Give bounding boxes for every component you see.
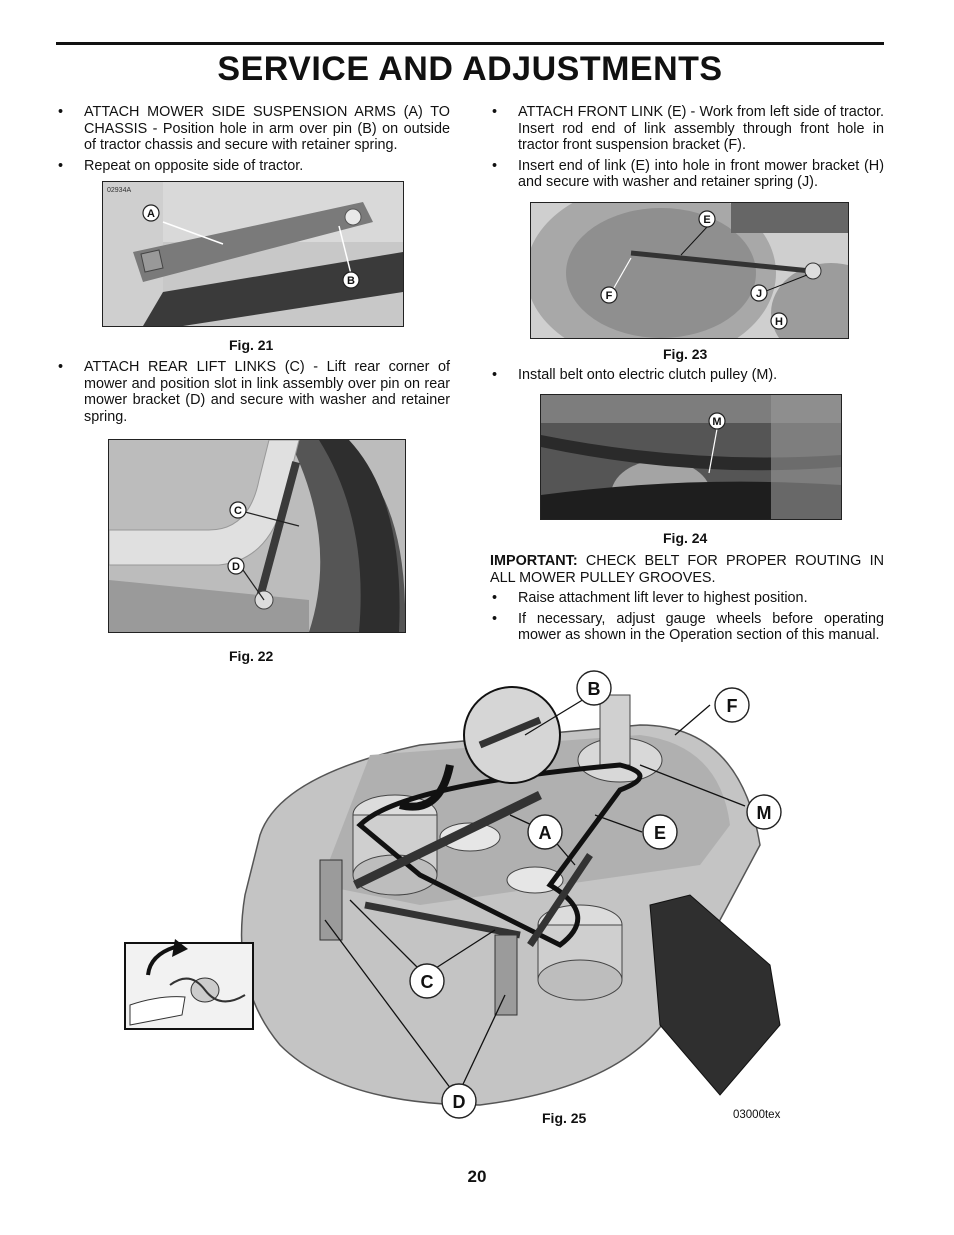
figure-23-photo: E F J H [530, 202, 849, 339]
callout-d: D [232, 561, 240, 573]
page-title: SERVICE AND ADJUSTMENTS [217, 50, 723, 88]
important-text: CHECK BELT FOR PROPER ROUTING IN ALL MOW… [490, 553, 884, 586]
callout-e: E [654, 823, 666, 843]
list-item: • If necessary, adjust gauge wheels befo… [490, 611, 884, 644]
callout-d: D [453, 1092, 466, 1112]
bullet-dot: • [58, 157, 64, 174]
instruction-text: Install belt onto electric clutch pulley… [518, 367, 778, 383]
right-column-lower: IMPORTANT: CHECK BELT FOR PROPER ROUTING… [490, 553, 884, 648]
callout-h: H [775, 316, 783, 328]
figure-23-caption: Fig. 23 [663, 346, 708, 362]
important-note: IMPORTANT: CHECK BELT FOR PROPER ROUTING… [490, 553, 884, 586]
left-column: • ATTACH MOWER SIDE SUSPENSION ARMS (A) … [56, 104, 450, 178]
right-column-mid: • Install belt onto electric clutch pull… [490, 367, 884, 388]
list-item: • ATTACH FRONT LINK (E) - Work from left… [490, 104, 884, 154]
instruction-text: ATTACH REAR LIFT LINKS (C) - Lift rear c… [84, 359, 450, 425]
list-item: • Install belt onto electric clutch pull… [490, 367, 884, 384]
callout-f: F [727, 696, 738, 716]
callout-b: B [347, 275, 355, 287]
bullet-dot: • [492, 157, 498, 174]
callout-m: M [757, 803, 772, 823]
figure-24-photo: M [540, 394, 842, 520]
callout-j: J [756, 288, 762, 300]
list-item: • Insert end of link (E) into hole in fr… [490, 158, 884, 191]
bullet-dot: • [58, 104, 64, 120]
callout-c: C [421, 972, 434, 992]
callout-m: M [712, 416, 721, 428]
figure-23-illustration: E F J H [531, 203, 848, 338]
figure-22-caption: Fig. 22 [229, 648, 274, 664]
callout-a: A [539, 823, 552, 843]
figure-25-reference: 03000tex [733, 1109, 781, 1121]
header-rule [56, 42, 884, 45]
bullet-dot: • [492, 610, 498, 627]
mower-deck-drawing: B F M A E C D [124, 670, 782, 1119]
callout-c: C [234, 505, 242, 517]
figure-25-caption: Fig. 25 [542, 1110, 587, 1126]
right-column: • ATTACH FRONT LINK (E) - Work from left… [490, 104, 884, 195]
list-item: • Repeat on opposite side of tractor. [56, 158, 450, 175]
left-column-lower: • ATTACH REAR LIFT LINKS (C) - Lift rear… [56, 359, 450, 429]
instruction-text: ATTACH MOWER SIDE SUSPENSION ARMS (A) TO… [84, 104, 450, 153]
figure-21-illustration: 02934A A B [103, 182, 403, 326]
figure-24-illustration: M [541, 395, 841, 519]
figure-tag: 02934A [107, 187, 131, 194]
list-item: • ATTACH MOWER SIDE SUSPENSION ARMS (A) … [56, 104, 450, 154]
figure-25-illustration: B F M A E C D [120, 665, 820, 1140]
figure-22-illustration: C D [109, 440, 405, 632]
instruction-text: ATTACH FRONT LINK (E) - Work from left s… [518, 104, 884, 153]
figure-24-caption: Fig. 24 [663, 530, 708, 546]
bullet-dot: • [492, 104, 498, 120]
bullet-dot: • [58, 359, 64, 375]
bullet-dot: • [492, 590, 498, 606]
callout-e: E [703, 214, 710, 226]
figure-21-caption: Fig. 21 [229, 337, 274, 353]
list-item: • Raise attachment lift lever to highest… [490, 590, 884, 607]
figure-22-photo: C D [108, 439, 406, 633]
important-label: IMPORTANT: [490, 553, 578, 569]
page-number: 20 [467, 1167, 487, 1186]
callout-f: F [606, 290, 613, 302]
callout-b: B [588, 679, 601, 699]
instruction-text: Repeat on opposite side of tractor. [84, 157, 304, 174]
list-item: • ATTACH REAR LIFT LINKS (C) - Lift rear… [56, 359, 450, 425]
callout-a: A [147, 208, 155, 220]
bullet-dot: • [492, 367, 498, 383]
instruction-text: Raise attachment lift lever to highest p… [518, 590, 808, 606]
figure-21-photo: 02934A A B [102, 181, 404, 327]
instruction-text: If necessary, adjust gauge wheels before… [518, 610, 884, 644]
instruction-text: Insert end of link (E) into hole in fron… [518, 157, 884, 191]
